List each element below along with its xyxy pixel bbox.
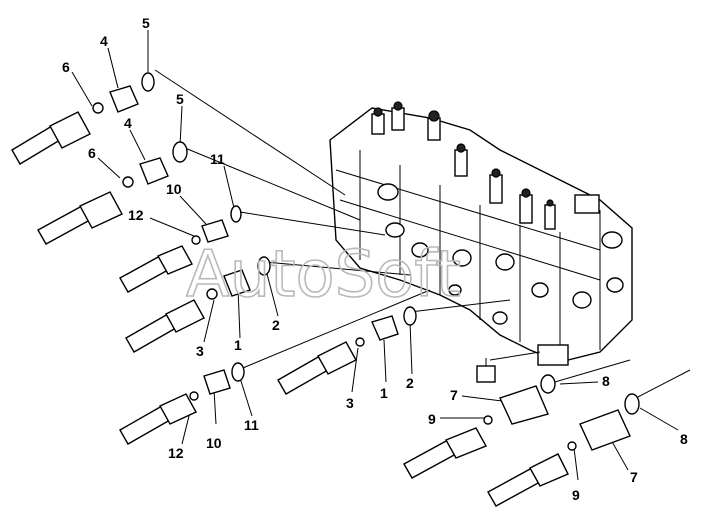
callout-6: 6 [88, 145, 96, 161]
hose-assembly-2 [37, 141, 188, 245]
callout-9: 9 [572, 487, 580, 503]
hose-assembly-3 [119, 205, 242, 293]
hose-assembly-8 [487, 393, 640, 507]
callout-9: 9 [428, 411, 436, 427]
callout-5: 5 [142, 15, 150, 31]
callout-5: 5 [176, 91, 184, 107]
callout-3: 3 [346, 395, 354, 411]
callout-2: 2 [272, 317, 280, 333]
hose-assembly-7 [403, 374, 556, 479]
callout-4: 4 [100, 33, 108, 49]
callout-8: 8 [602, 373, 610, 389]
callout-7: 7 [630, 469, 638, 485]
hose-assembly-5 [277, 306, 417, 395]
callout-6: 6 [62, 59, 70, 75]
hose-assembly-6 [119, 362, 245, 445]
callout-3: 3 [196, 343, 204, 359]
callout-7: 7 [450, 387, 458, 403]
hose-assembly-1 [11, 72, 155, 165]
callout-10: 10 [166, 181, 182, 197]
watermark: AutoSoft [186, 238, 461, 312]
callout-12: 12 [168, 445, 184, 461]
callout-labels: 5 4 6 5 4 6 11 10 12 2 1 3 2 1 3 11 10 1… [62, 15, 688, 503]
callout-10: 10 [206, 435, 222, 451]
control-valve-assembly [329, 101, 633, 383]
callout-4: 4 [124, 115, 132, 131]
callout-2: 2 [406, 375, 414, 391]
hose-assembly-4 [125, 256, 271, 353]
callout-11: 11 [210, 151, 225, 167]
callout-11: 11 [244, 417, 259, 433]
callout-1: 1 [380, 385, 388, 401]
leader-lines [154, 69, 691, 401]
callout-8: 8 [680, 431, 688, 447]
callout-1: 1 [234, 337, 242, 353]
callout-12: 12 [128, 207, 144, 223]
